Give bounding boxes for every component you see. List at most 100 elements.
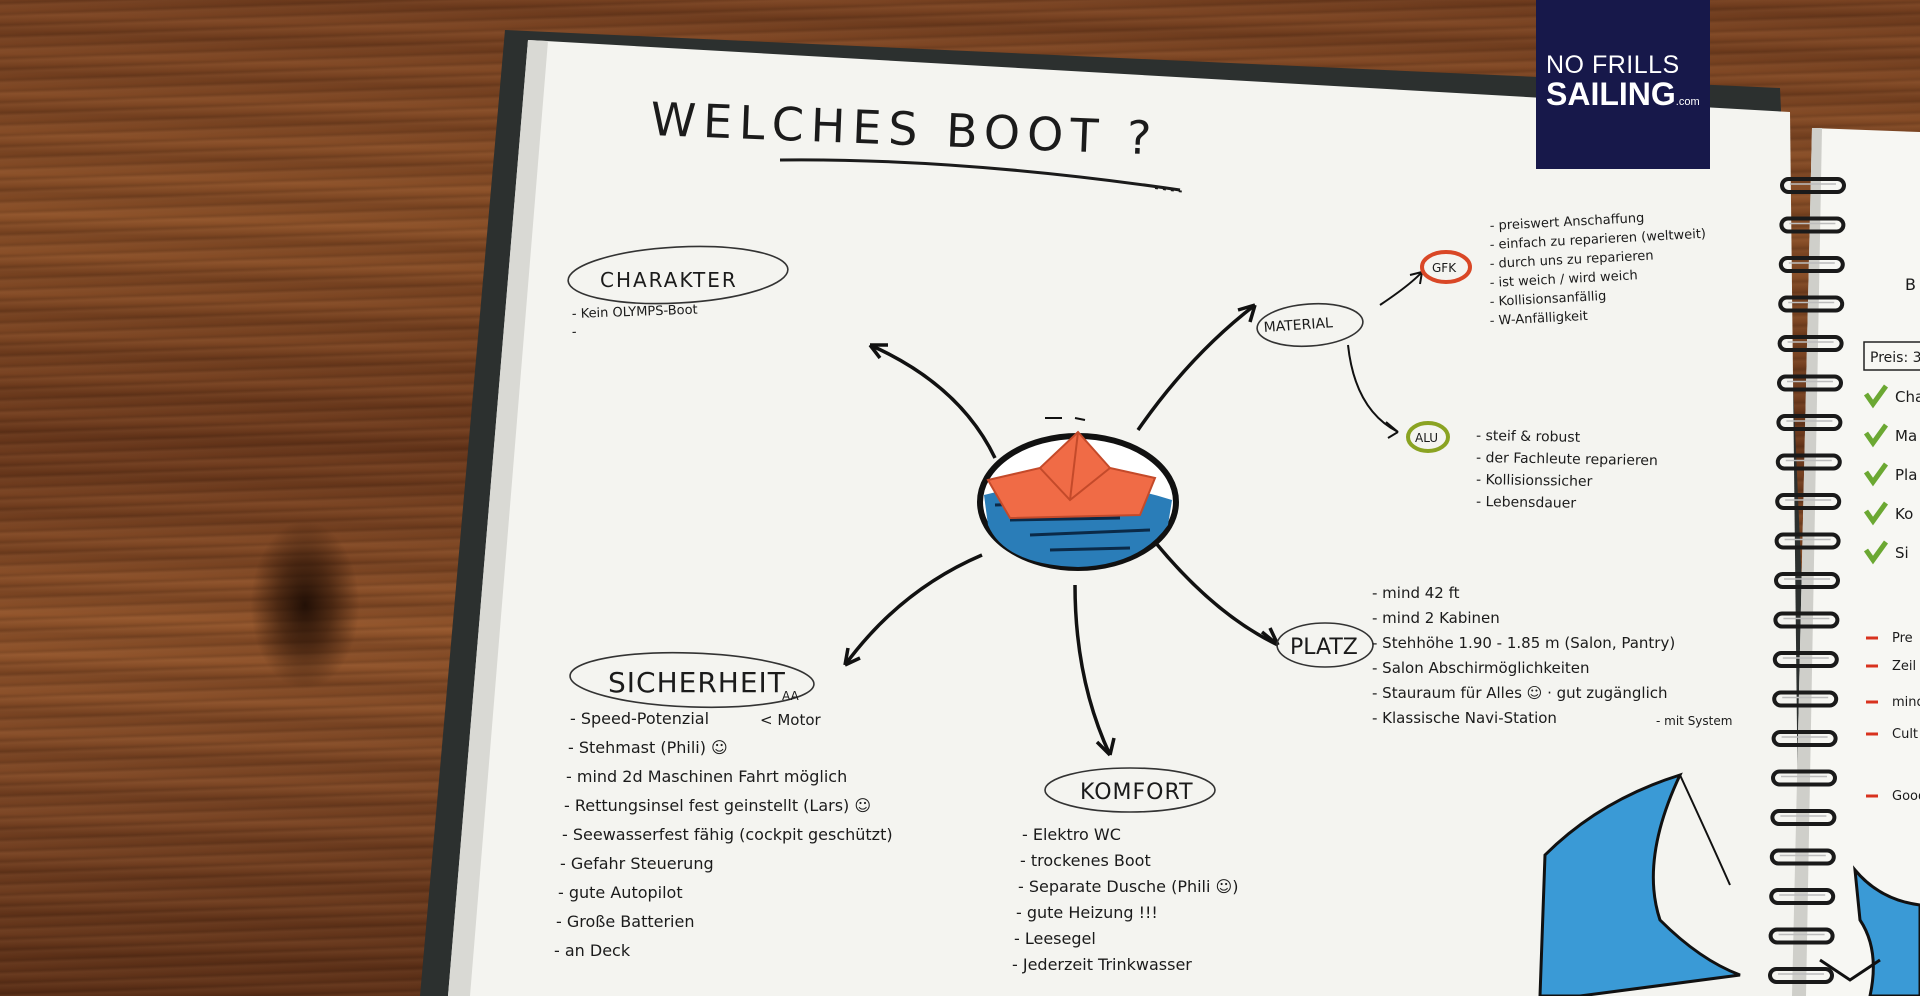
list-item: - Salon Abschirmöglichkeiten — [1372, 659, 1590, 677]
check-icon — [1863, 540, 1889, 565]
sicherheit-bubble — [569, 651, 815, 709]
spiral-ring — [1770, 809, 1837, 826]
list-item: - steif & robust — [1476, 428, 1581, 446]
right-page-dashes: PreZeilmindCult KerGood Fam — [1866, 631, 1920, 804]
spiral-ring — [1769, 848, 1836, 866]
list-item: - mind 42 ft — [1372, 584, 1460, 602]
logo-line1: NO FRILLS — [1546, 50, 1680, 79]
platz-list: - mind 42 ft - mind 2 Kabinen - Stehhöhe 1… — [1372, 584, 1675, 727]
spiral-ring — [1780, 177, 1846, 194]
list-item: - Rettungsinsel fest geinstellt (Lars) ☺ — [564, 796, 871, 815]
list-item: - an Deck — [554, 941, 631, 960]
price-box-text: Preis: 3 — [1870, 350, 1920, 366]
checked-item: Ma — [1895, 427, 1917, 445]
platz-bubble — [1276, 622, 1374, 668]
arrow-gfk — [1379, 271, 1423, 306]
platz-label: PLATZ — [1290, 635, 1358, 660]
check-icon — [1863, 462, 1889, 487]
spiral-ring — [1778, 256, 1845, 273]
spiral-ring — [1768, 967, 1834, 984]
right-page-header: B — [1905, 275, 1916, 294]
arrow-alu — [1347, 344, 1399, 433]
boat-fold — [1039, 431, 1111, 502]
right-page-edge — [1792, 128, 1822, 996]
spiral-ring — [1775, 493, 1842, 510]
material-label: MATERIAL — [1263, 315, 1333, 336]
spiral-ring — [1776, 414, 1843, 431]
list-item: - — [572, 325, 578, 340]
list-item: - Große Batterien — [556, 912, 694, 931]
check-icon — [1863, 384, 1889, 409]
list-item: - Klassische Navi-Station — [1372, 709, 1557, 727]
spiral-ring — [1774, 572, 1840, 589]
dash-item: Good Fam — [1892, 789, 1920, 804]
list-item: - Jederzeit Trinkwasser — [1012, 955, 1192, 974]
list-item: - mind 2 Kabinen — [1372, 609, 1500, 627]
platz-note: - mit System — [1656, 714, 1732, 728]
arrow-platz — [1153, 540, 1279, 647]
spiral-ring — [1777, 335, 1844, 352]
checked-item: Ko — [1895, 505, 1913, 523]
komfort-label: KOMFORT — [1080, 780, 1194, 805]
list-item: - der Fachleute reparieren — [1476, 450, 1658, 469]
logo-line2-text: SAILING — [1546, 75, 1676, 112]
list-item: - Speed-Potenzial — [570, 709, 709, 728]
spiral-ring — [1769, 888, 1836, 905]
list-item: - Elektro WC — [1022, 825, 1121, 844]
list-item: - Kollisionsanfällig — [1489, 289, 1606, 310]
check-icon — [1863, 501, 1889, 526]
mindmap-arrows — [843, 271, 1423, 757]
list-item: - W-Anfälligkeit — [1489, 309, 1588, 329]
gfk-label: GFK — [1432, 261, 1457, 275]
list-item: - Kein OLYMPS-Boot — [572, 303, 698, 322]
mountain-doodle — [1538, 772, 1920, 996]
checked-item: Pla — [1895, 466, 1917, 484]
sicherheit-label: SICHERHEIT — [608, 666, 786, 699]
no-frills-sailing-logo: NO FRILLS SAILING.com — [1536, 0, 1710, 169]
charakter-list: - Kein OLYMPS-Boot - — [572, 303, 698, 340]
page-shadow — [448, 40, 548, 996]
arrow-material — [1136, 303, 1257, 431]
spiral-ring — [1771, 730, 1838, 747]
spiral-ring — [1773, 611, 1840, 629]
circle-dashes — [1045, 417, 1086, 421]
price-box — [1863, 341, 1920, 371]
komfort-bubble — [1044, 767, 1216, 813]
title-underline-dots — [1154, 187, 1186, 193]
right-page — [1792, 128, 1920, 996]
title-underline — [779, 158, 1181, 192]
arrow-charakter — [869, 343, 997, 459]
arrow-sicherheit — [843, 553, 983, 667]
list-item: - trockenes Boot — [1020, 851, 1151, 870]
list-item: - Stehhöhe 1.90 - 1.85 m (Salon, Pantry) — [1372, 634, 1675, 652]
spiral-ring — [1772, 651, 1839, 668]
sicherheit-label-suffix: AA — [782, 689, 800, 703]
spiral-ring — [1774, 532, 1841, 550]
list-item: - Gefahr Steuerung — [560, 854, 714, 873]
logo-suffix: .com — [1675, 95, 1700, 108]
arrow-komfort — [1073, 584, 1112, 756]
spiral-ring — [1768, 927, 1835, 945]
motor-note: < Motor — [760, 711, 822, 729]
spiral-ring — [1772, 690, 1839, 708]
check-icon — [1863, 423, 1889, 448]
charakter-bubble — [567, 245, 789, 305]
list-item: - Stauraum für Alles ☺ · gut zugänglich — [1372, 684, 1668, 702]
charakter-label: CHARAKTER — [600, 268, 738, 292]
list-item: - Stehmast (Phili) ☺ — [568, 738, 728, 757]
dash-item: Cult Ker — [1892, 727, 1920, 742]
spiral-binding — [1768, 177, 1846, 984]
komfort-list: - Elektro WC - trockenes Boot - Separate D… — [1012, 825, 1238, 974]
central-boat — [977, 417, 1179, 571]
alu-ring — [1406, 421, 1450, 453]
origami-boat — [986, 430, 1157, 520]
list-item: - Separate Dusche (Phili ☺) — [1018, 877, 1238, 896]
wood-knot — [250, 520, 360, 690]
alu-label: ALU — [1415, 431, 1438, 445]
spiral-ring — [1777, 374, 1843, 392]
dash-item: Pre — [1892, 631, 1913, 646]
list-item: - Seewasserfest fähig (cockpit geschützt… — [562, 825, 893, 844]
list-item: - Leesegel — [1014, 929, 1096, 948]
